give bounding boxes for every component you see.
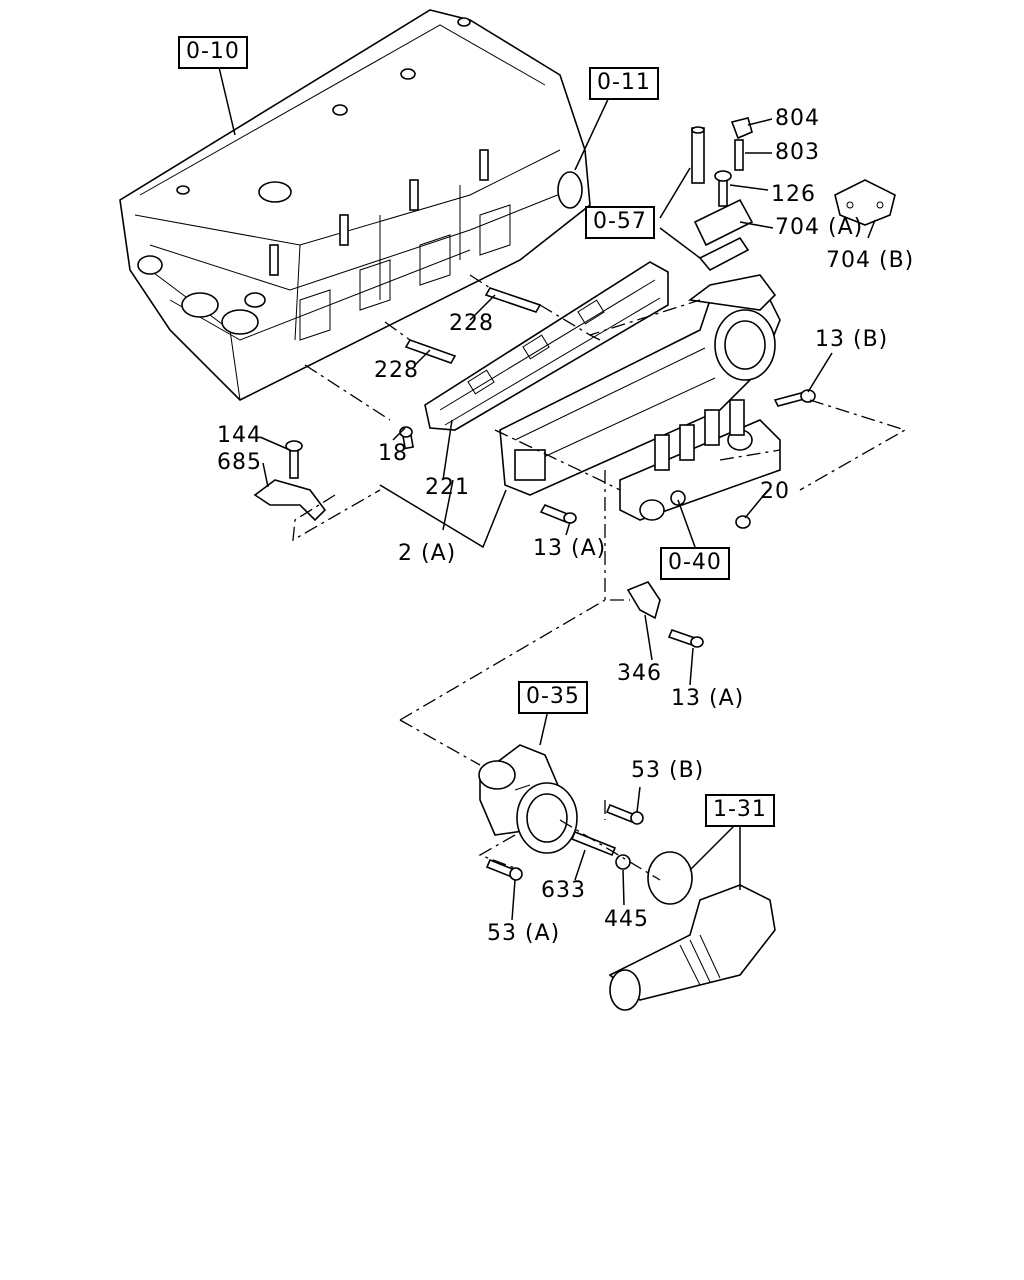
- part-label-144: 144: [217, 423, 262, 448]
- part-label-2-a: 2 (A): [398, 541, 457, 566]
- part-label-804: 804: [775, 106, 820, 131]
- part-label-346: 346: [617, 661, 662, 686]
- intake-manifold: [499, 274, 781, 496]
- manifold-gasket-221: [424, 261, 669, 431]
- ref-box-0-40: 0-40: [660, 547, 730, 580]
- air-duct-hose-1-31: [608, 851, 776, 1011]
- stud-228-pair: [384, 274, 542, 364]
- leader-lines: [217, 62, 876, 921]
- part-label-704-a: 704 (A): [775, 215, 864, 240]
- stud-bolt-group-top: [691, 117, 753, 207]
- part-label-704-b: 704 (B): [826, 248, 915, 273]
- part-label-126: 126: [771, 182, 816, 207]
- part-label-53-b: 53 (B): [631, 758, 705, 783]
- part-label-685: 685: [217, 450, 262, 475]
- ref-box-0-35: 0-35: [518, 681, 588, 714]
- ref-box-0-57: 0-57: [585, 206, 655, 239]
- throttle-fasteners: [485, 803, 644, 881]
- clamp-346: [626, 581, 704, 648]
- part-label-20: 20: [760, 479, 790, 504]
- plate-704: [693, 179, 896, 272]
- part-label-18: 18: [378, 441, 408, 466]
- part-label-228-lower: 228: [374, 358, 419, 383]
- part-label-13-b: 13 (B): [815, 327, 889, 352]
- part-label-803: 803: [775, 140, 820, 165]
- part-label-633: 633: [541, 878, 586, 903]
- throttle-valve-0-35: [478, 744, 578, 854]
- part-label-13-a-manifold: 13 (A): [533, 536, 607, 561]
- part-label-221: 221: [425, 475, 470, 500]
- part-label-445: 445: [604, 907, 649, 932]
- ref-box-0-10: 0-10: [178, 36, 248, 69]
- ref-box-1-31: 1-31: [705, 794, 775, 827]
- ref-box-0-11: 0-11: [589, 67, 659, 100]
- cylinder-head-assembly: [119, 9, 591, 401]
- part-label-228-upper: 228: [449, 311, 494, 336]
- fuel-rail-0-40: [619, 399, 781, 521]
- part-label-13-a-clamp: 13 (A): [671, 686, 745, 711]
- alignment-dashed-lines: [292, 299, 907, 881]
- part-label-53-a: 53 (A): [487, 921, 561, 946]
- bracket-685: [253, 440, 327, 522]
